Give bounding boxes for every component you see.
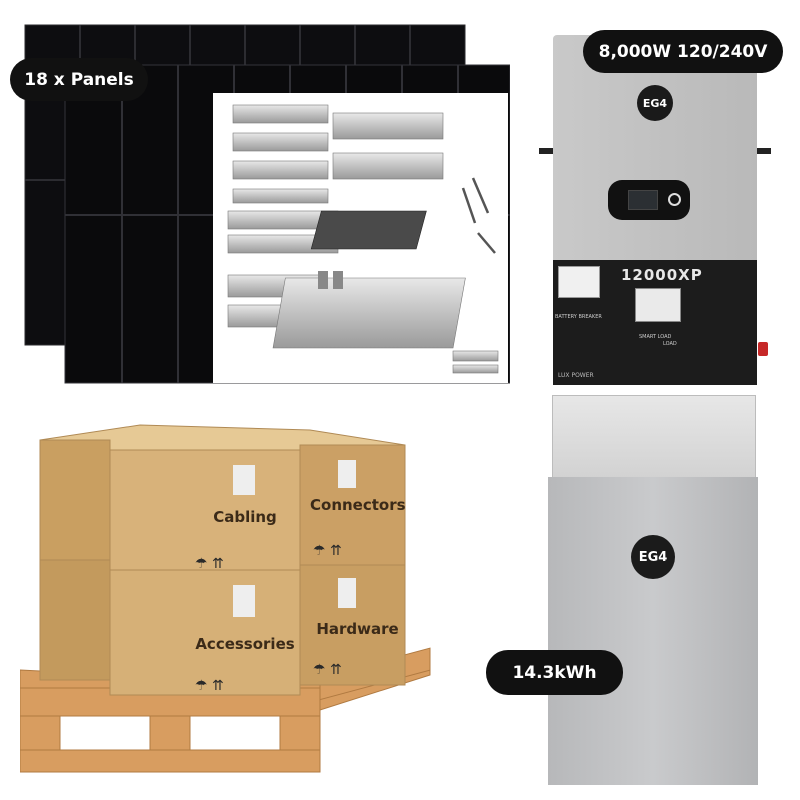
panels-count-text: 18 x Panels <box>24 69 134 90</box>
boxes-on-pallet-illustration: ☂ ⇈ ☂ ⇈ ☂ ⇈ ☂ ⇈ <box>19 424 431 773</box>
svg-text:☂ ⇈: ☂ ⇈ <box>313 662 342 678</box>
pallet-of-boxes: ☂ ⇈ ☂ ⇈ ☂ ⇈ ☂ ⇈ Cabling Connectors Accesso… <box>19 420 440 790</box>
load-label: LOAD <box>663 341 677 347</box>
smart-load-label: SMART LOAD <box>639 334 672 340</box>
power-button-icon <box>668 193 681 206</box>
inverter-spec-text: 8,000W 120/240V <box>598 41 768 62</box>
box-label-connectors: Connectors <box>310 496 406 514</box>
battery-capacity-badge: 14.3kWh <box>486 650 623 695</box>
svg-text:☂ ⇈: ☂ ⇈ <box>195 556 224 572</box>
panels-count-badge: 18 x Panels <box>10 58 148 101</box>
smart-load-breaker <box>635 288 681 322</box>
racking-parts-illustration <box>227 104 499 374</box>
svg-text:☂ ⇈: ☂ ⇈ <box>195 678 224 694</box>
inverter-unit: EG4 12000XP BATTERY BREAKER SMART LOAD L… <box>539 35 771 385</box>
box-label-hardware: Hardware <box>316 620 399 638</box>
inverter-model-label: 12000XP <box>621 266 703 284</box>
inverter-mount-tab-left <box>539 148 553 154</box>
inverter-logo: EG4 <box>637 85 673 121</box>
battery-brand-text: EG4 <box>638 549 668 565</box>
inverter-brand-text: EG4 <box>642 96 668 110</box>
battery-top-cover <box>552 395 756 479</box>
battery-breaker-switch <box>558 266 600 298</box>
luxpower-logo-text: LUX POWER <box>558 372 594 379</box>
inverter-lcd-screen <box>628 190 658 210</box>
svg-text:☂ ⇈: ☂ ⇈ <box>313 543 342 559</box>
red-connector-icon <box>758 342 768 356</box>
box-label-accessories: Accessories <box>195 635 295 653</box>
inverter-mount-tab-right <box>757 148 771 154</box>
battery-logo: EG4 <box>631 535 675 579</box>
box-label-cabling: Cabling <box>213 508 277 526</box>
mounting-hardware-image <box>213 93 508 383</box>
battery-unit: EG4 <box>548 395 758 785</box>
battery-capacity-text: 14.3kWh <box>512 662 597 683</box>
inverter-spec-badge: 8,000W 120/240V <box>583 30 783 73</box>
battery-body <box>548 477 758 785</box>
inverter-display-panel <box>608 180 690 220</box>
inverter-lower-housing: 12000XP BATTERY BREAKER SMART LOAD LOAD … <box>553 260 768 385</box>
battery-breaker-label: BATTERY BREAKER <box>555 314 602 320</box>
